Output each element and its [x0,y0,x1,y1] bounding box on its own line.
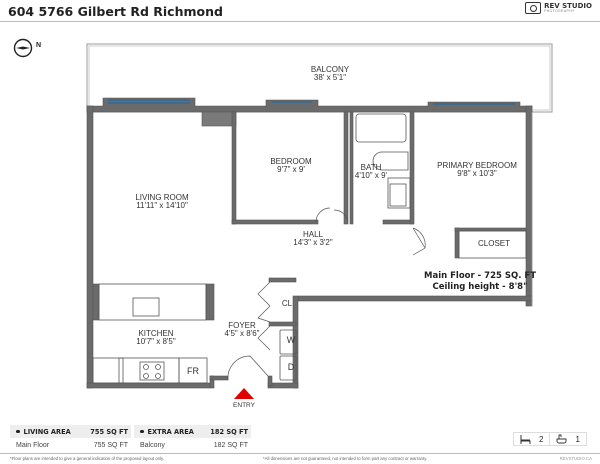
bedroom-count-value: 2 [539,434,544,444]
room-name: W [286,335,296,345]
logo-name: REV STUDIO [544,1,592,10]
disclaimer-right: *All dimensions are not guaranteed, not … [263,456,428,461]
floor-area-text: Main Floor - 725 SQ. FT [424,271,536,281]
logo-tagline: PHOTOGRAPHY [544,8,575,13]
room-name: KITCHEN [138,329,174,338]
area-row: Balcony 182 SQ FT [134,438,251,452]
extra-area-table: EXTRA AREA 182 SQ FT Balcony 182 SQ FT [134,425,251,452]
room-dims: 38' x 5'1" [313,73,347,83]
entry-label: ENTRY [233,402,255,409]
bathtub-icon [557,434,567,444]
north-label: N [36,42,42,49]
room-dims: 4'5" x 8'6" [224,329,260,339]
extra-area-total: 182 SQ FT [210,427,248,436]
room-name: LIVING ROOM [135,193,189,202]
area-row-label: Balcony [140,441,165,449]
footer-divider [0,453,600,454]
washer: W [286,335,296,345]
room-name: FR [187,366,199,376]
room-dims: 4'10" x 9' [354,171,388,181]
brand-footer: REVSTUDIO.CA [559,456,592,461]
camera-icon [525,2,542,14]
area-row-value: 755 SQ FT [93,441,128,449]
bed-icon [520,434,531,444]
fridge: FR [187,366,199,376]
room-dims: 9'8" x 10'3" [457,169,497,179]
area-row-label: Main Floor [16,441,50,449]
living-area-total: 755 SQ FT [90,427,128,436]
room-name: D [287,362,295,372]
bathroom-count: 1 [549,433,585,445]
room-dims: 9'7" x 9' [277,165,305,175]
room-name: CLOSET [477,239,511,248]
room-name: BALCONY [310,65,350,74]
room-primary-bedroom: PRIMARY BEDROOM 9'8" x 10'3" [437,161,517,179]
room-closet: CLOSET [477,239,511,248]
room-counts: 2 1 [513,432,587,446]
header-divider [0,21,600,22]
page-title: 604 5766 Gilbert Rd Richmond [8,4,223,19]
room-dims: 14'3" x 3'2" [293,238,333,248]
bathroom-count-value: 1 [575,434,580,444]
area-row: Main Floor 755 SQ FT [10,438,131,452]
room-dims: 10'7" x 8'5" [136,337,176,347]
room-bedroom: BEDROOM 9'7" x 9' [270,157,312,175]
room-living: LIVING ROOM 11'11" x 14'10" [135,193,189,211]
room-name: BEDROOM [270,157,312,166]
entry-arrow-icon [234,388,254,399]
room-name: HALL [302,230,323,239]
bedroom-count: 2 [514,433,549,445]
room-foyer: FOYER 4'5" x 8'6" [224,321,260,339]
room-name: FOYER [228,321,256,330]
ceiling-height-text: Ceiling height - 8'8" [432,282,528,293]
bullet-icon [140,429,144,434]
bullet-icon [16,429,20,434]
room-bath: BATH 4'10" x 9' [354,163,388,181]
area-row-value: 182 SQ FT [213,441,248,449]
room-kitchen: KITCHEN 10'7" x 8'5" [136,329,176,347]
room-name: CL [281,299,293,308]
room-hall: HALL 14'3" x 3'2" [293,230,333,248]
room-cl: CL [281,299,293,308]
room-name: BATH [360,163,382,172]
living-area-table: LIVING AREA 755 SQ FT Main Floor 755 SQ … [10,425,131,452]
floor-info: Main Floor - 725 SQ. FT Ceiling height -… [405,271,555,294]
room-balcony: BALCONY 38' x 5'1" [310,65,350,83]
living-area-header: LIVING AREA [23,427,71,436]
room-dims: 11'11" x 14'10" [136,201,188,211]
room-name: PRIMARY BEDROOM [437,161,517,170]
extra-area-header: EXTRA AREA [147,427,194,436]
compass-icon [13,38,33,58]
disclaimer-left: *Floor plans are intended to give a gene… [10,456,164,461]
brand-logo: REV STUDIO PHOTOGRAPHY [525,2,592,14]
dryer: D [287,362,295,372]
